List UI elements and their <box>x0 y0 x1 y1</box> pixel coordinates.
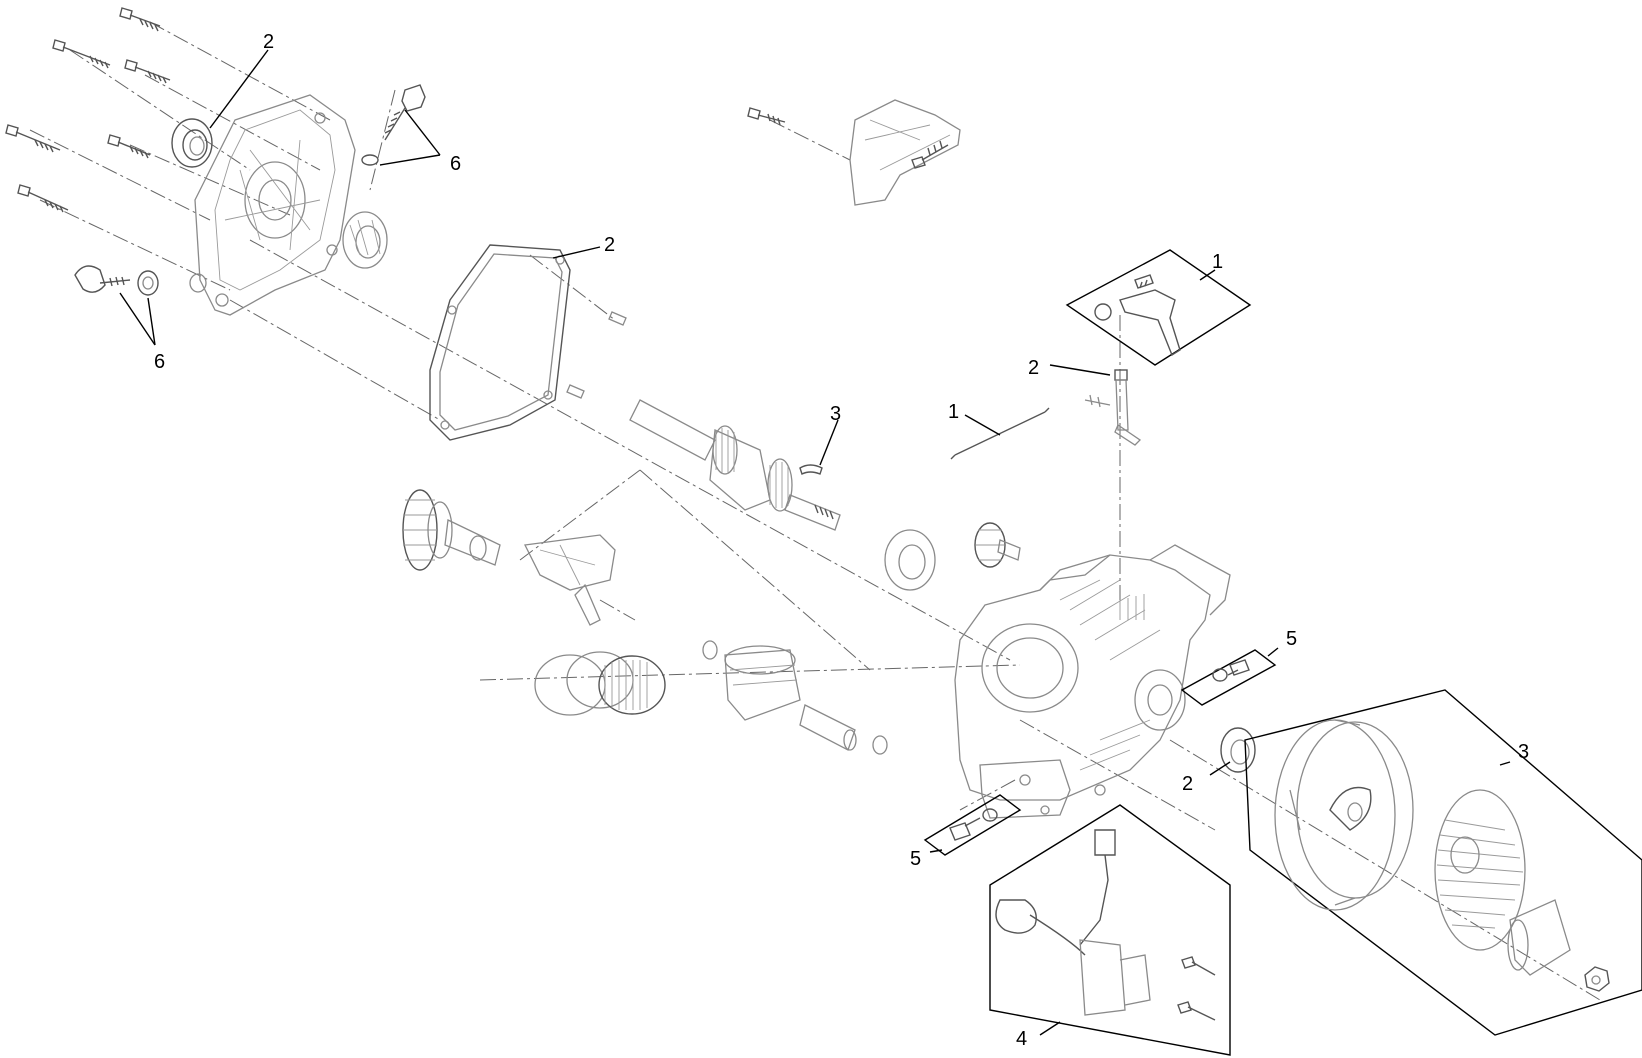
dipstick-top <box>361 84 426 166</box>
crankcase-gasket <box>429 244 571 441</box>
oil-seal-right <box>1220 727 1256 773</box>
bolt-kit-right <box>1180 649 1277 706</box>
flywheel-kit <box>1244 689 1642 1036</box>
valve-lifters <box>524 534 616 626</box>
bearing-cover <box>342 211 388 269</box>
leader-lines <box>119 49 1511 1036</box>
callout-4-ignition-kit: 4 <box>1016 1028 1027 1050</box>
woodruff-key <box>799 464 823 475</box>
governor-shaft <box>1084 369 1142 446</box>
callout-2-seal-right: 2 <box>1182 773 1193 795</box>
oil-seal-top <box>171 118 213 168</box>
callout-3-key: 3 <box>830 403 841 425</box>
dowel-pins <box>566 311 627 399</box>
assembly-lines <box>29 21 1601 1001</box>
shroud-bracket <box>747 99 961 206</box>
callout-2-seal-top: 2 <box>263 31 274 53</box>
callout-3-flywheel-kit: 3 <box>1518 741 1529 763</box>
crankcase-cover <box>194 94 356 316</box>
main-bearing <box>884 529 936 591</box>
callout-2-gasket: 2 <box>604 234 615 256</box>
callout-2-shaft-seal: 2 <box>1028 357 1039 379</box>
callout-6-drain-plug: 6 <box>154 351 165 373</box>
governor-arm-kit <box>1065 249 1252 366</box>
callout-5-bolt-kit-right: 5 <box>1286 628 1297 650</box>
piston <box>702 640 888 755</box>
piston-rings <box>534 651 666 716</box>
callout-1-governor-kit: 1 <box>1212 251 1223 273</box>
callout-6-dipstick-top: 6 <box>450 153 461 175</box>
ignition-coil-kit <box>989 804 1231 1056</box>
callouts: 2 6 2 6 1 2 1 3 5 3 2 5 4 <box>154 31 1529 1050</box>
governor-link-rod <box>950 407 1050 460</box>
governor-gear <box>974 522 1021 568</box>
crankcase-cover-bolts <box>5 7 171 213</box>
bolt-kit-left <box>923 794 1022 856</box>
drain-plug <box>74 265 207 296</box>
callout-5-bolt-kit-left: 5 <box>910 848 921 870</box>
callout-1-link-rod: 1 <box>948 401 959 423</box>
engine-block <box>954 544 1231 819</box>
crankshaft <box>629 399 841 531</box>
camshaft <box>402 489 501 571</box>
